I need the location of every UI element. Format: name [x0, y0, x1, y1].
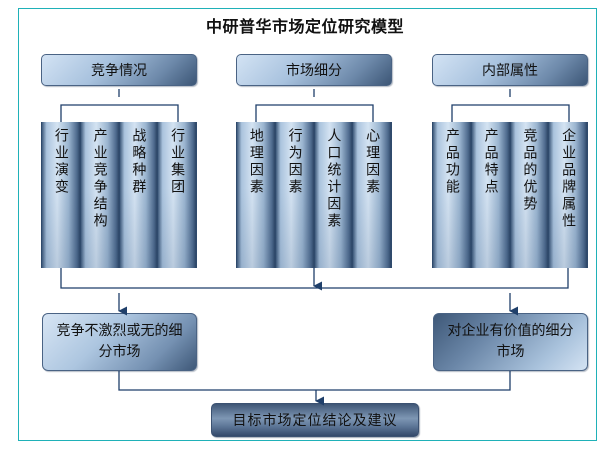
category-internal-attributes: 内部属性 [432, 54, 588, 86]
diagram-frame [18, 8, 597, 441]
category-competition: 竞争情况 [41, 54, 197, 86]
diagram-title: 中研普华市场定位研究模型 [205, 17, 404, 36]
factor-label: 行业演变 [52, 128, 69, 196]
result-low-competition-segment: 竞争不激烈或无的细分市场 [42, 313, 197, 371]
factor-label: 行为因素 [286, 128, 303, 196]
factor-column: 地理因素 [236, 122, 276, 268]
factor-column: 竞品的优势 [510, 122, 550, 268]
conclusion-label: 目标市场定位结论及建议 [232, 413, 398, 429]
factor-label: 企业品牌属性 [560, 128, 577, 230]
factor-column: 产品特点 [471, 122, 511, 268]
category-market-segmentation: 市场细分 [236, 54, 392, 86]
factor-column: 产业竞争结构 [80, 122, 120, 268]
factor-label: 行业集团 [169, 128, 186, 196]
factor-label: 竞品的优势 [521, 128, 538, 213]
factor-group-competition: 行业演变 产业竞争结构 战略种群 行业集团 [41, 122, 197, 268]
factor-column: 心理因素 [353, 122, 392, 268]
factor-column: 行业演变 [41, 122, 81, 268]
factor-column: 行业集团 [158, 122, 197, 268]
conclusion-box: 目标市场定位结论及建议 [211, 403, 419, 437]
factor-label: 人口统计因素 [325, 128, 342, 230]
factor-column: 企业品牌属性 [549, 122, 588, 268]
factor-label: 地理因素 [247, 128, 264, 196]
factor-column: 人口统计因素 [314, 122, 354, 268]
factor-label: 产业竞争结构 [91, 128, 108, 230]
factor-group-market-segmentation: 地理因素 行为因素 人口统计因素 心理因素 [236, 122, 392, 268]
result-valuable-segment: 对企业有价值的细分市场 [433, 313, 588, 371]
factor-label: 产品特点 [482, 128, 499, 196]
result-right-label: 对企业有价值的细分市场 [447, 323, 574, 360]
factor-label: 心理因素 [364, 128, 381, 196]
factor-label: 产品功能 [443, 128, 460, 196]
factor-label: 战略种群 [130, 128, 147, 196]
factor-group-internal-attributes: 产品功能 产品特点 竞品的优势 企业品牌属性 [432, 122, 588, 268]
factor-column: 行为因素 [275, 122, 315, 268]
result-left-label: 竞争不激烈或无的细分市场 [56, 323, 183, 360]
factor-column: 产品功能 [432, 122, 472, 268]
factor-column: 战略种群 [119, 122, 159, 268]
